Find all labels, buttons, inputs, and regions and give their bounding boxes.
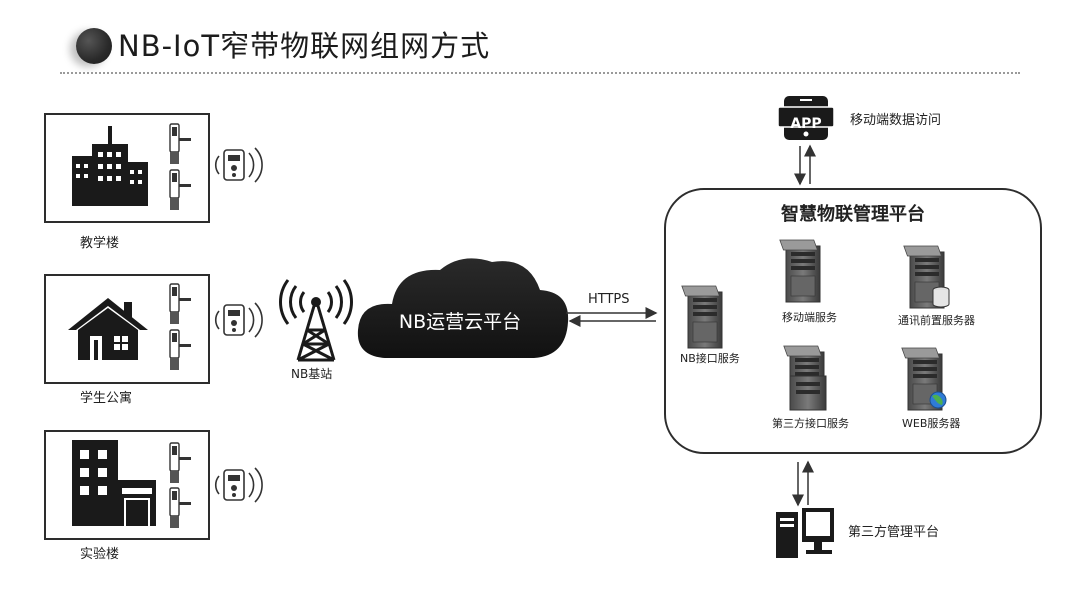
app-text: APP [790, 116, 821, 132]
house-icon [68, 298, 148, 360]
server-third-party-interface-icon [783, 345, 827, 411]
door-lock-icon [169, 283, 192, 325]
title-bullet [76, 28, 112, 64]
door-lock-icon [169, 123, 192, 165]
factory-building-icon [72, 440, 156, 526]
door-lock-icon [169, 329, 192, 371]
platform-title: 智慧物联管理平台 [781, 204, 925, 225]
base-station-label: NB基站 [291, 367, 333, 381]
door-lock-icon [169, 487, 192, 529]
door-lock-icon [169, 442, 192, 484]
third-party-platform-label: 第三方管理平台 [848, 525, 940, 540]
water-meter-icon [214, 302, 263, 338]
building-label-lab: 实验楼 [80, 547, 120, 562]
server-mobile-icon [779, 239, 821, 303]
mobile-access-label: 移动端数据访问 [850, 113, 942, 128]
database-icon [932, 286, 950, 308]
smartphone-icon [777, 96, 835, 140]
cloud-icon [357, 258, 569, 358]
server-nb-interface-icon [681, 285, 723, 349]
https-label: HTTPS [588, 292, 630, 307]
building-label-teaching: 教学楼 [80, 236, 120, 251]
cloud-label: NB运营云平台 [399, 311, 521, 333]
platform-container [664, 188, 1042, 454]
office-building-icon [72, 126, 148, 206]
water-meter-icon [214, 467, 263, 503]
desktop-computer-icon [776, 508, 834, 558]
server-label-mobile: 移动端服务 [782, 311, 837, 324]
server-label-comm-front: 通讯前置服务器 [898, 314, 975, 327]
water-meter-icon [214, 147, 263, 183]
server-label-web: WEB服务器 [902, 417, 961, 430]
server-label-third-party-interface: 第三方接口服务 [772, 417, 849, 430]
globe-icon [929, 391, 947, 409]
building-label-dormitory: 学生公寓 [80, 391, 133, 406]
cell-tower-icon [278, 279, 354, 362]
door-lock-icon [169, 169, 192, 211]
page-title: NB-IoT窄带物联网组网方式 [118, 29, 491, 63]
server-label-nb-interface: NB接口服务 [680, 352, 740, 365]
title-divider [60, 72, 1020, 74]
